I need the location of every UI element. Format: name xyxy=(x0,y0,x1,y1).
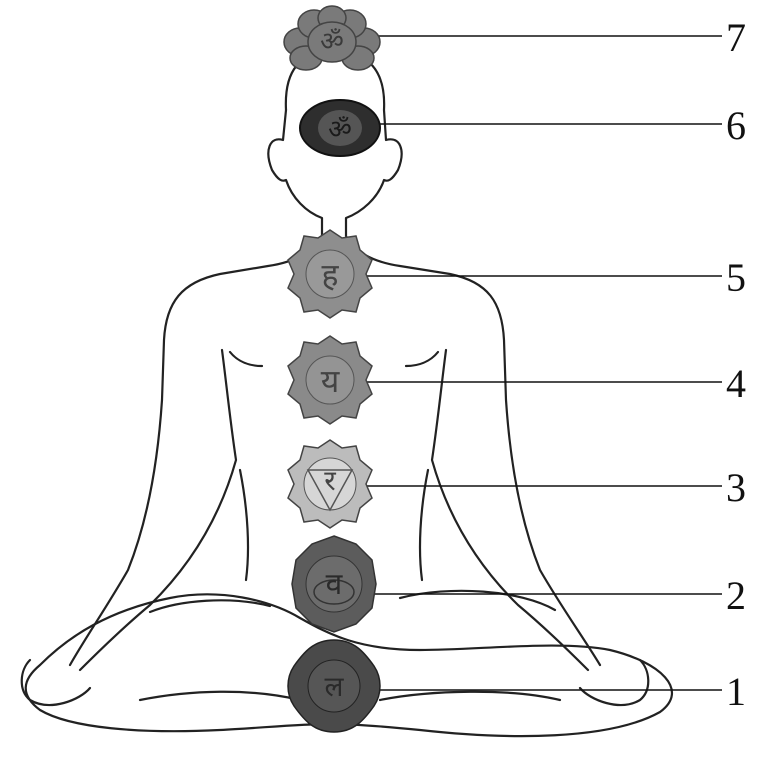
chakra-7-glyph: ॐ xyxy=(320,27,344,57)
head-outline-left xyxy=(70,110,322,665)
label-1: 1 xyxy=(716,672,756,712)
right-hand xyxy=(580,660,648,705)
label-6: 6 xyxy=(716,106,756,146)
chakra-2-glyph: व xyxy=(326,567,344,602)
chakra-3-solar-plexus: र xyxy=(288,440,372,528)
chakra-5-throat: ह xyxy=(288,230,372,318)
chakra-4-glyph: य xyxy=(321,362,341,400)
label-7: 7 xyxy=(716,18,756,58)
left-arm-inner xyxy=(80,350,236,670)
chakra-5-glyph: ह xyxy=(322,256,340,294)
chakra-1-root: ल xyxy=(288,640,380,732)
chakra-6-third-eye: ॐ xyxy=(300,100,380,156)
label-2: 2 xyxy=(716,576,756,616)
label-4: 4 xyxy=(716,364,756,404)
chakra-6-glyph: ॐ xyxy=(328,115,352,145)
chakra-7-crown: ॐ xyxy=(284,6,380,70)
chakra-4-heart: य xyxy=(288,336,372,424)
right-arm-inner xyxy=(432,350,588,670)
chakra-1-glyph: ल xyxy=(325,670,345,703)
chakra-3-glyph: र xyxy=(324,464,336,497)
label-5: 5 xyxy=(716,258,756,298)
chakra-2-sacral: व xyxy=(292,536,376,632)
label-3: 3 xyxy=(716,468,756,508)
left-hand xyxy=(22,660,90,705)
